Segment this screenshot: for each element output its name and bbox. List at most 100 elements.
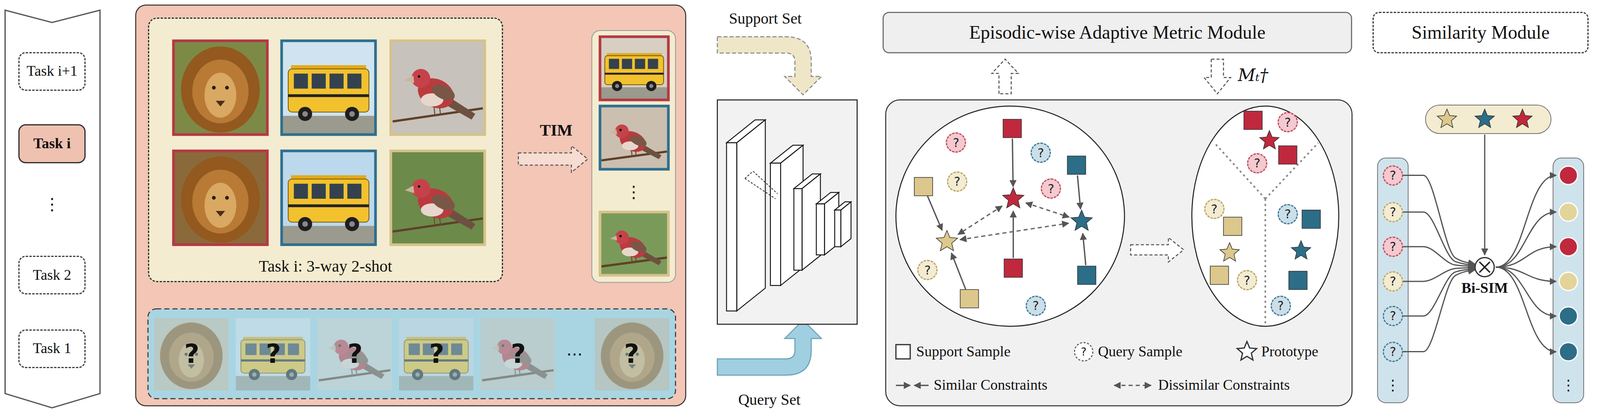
otimes-symbol <box>1475 258 1494 277</box>
dissimilar-constraint <box>957 206 1002 235</box>
unknown-mark: ? <box>184 341 200 368</box>
bird-legs <box>631 150 637 157</box>
query-sample: ? <box>946 171 968 192</box>
bird-eye <box>417 75 421 78</box>
query-feature: ? <box>1382 342 1404 363</box>
bird-legs <box>631 256 637 263</box>
support-sample <box>1223 217 1242 236</box>
legend-similar <box>914 385 929 387</box>
dissimilar-constraint <box>1026 203 1070 218</box>
bus-window <box>622 58 633 69</box>
connector <box>1403 175 1475 265</box>
bus-window <box>293 73 309 89</box>
bus-body <box>288 179 369 223</box>
node-text: ? <box>1389 240 1397 254</box>
photo-ground <box>281 40 376 135</box>
photo-frame <box>600 105 669 170</box>
legend-text: Dissimilar Constraints <box>1158 377 1290 394</box>
ellipsis: ⋯ <box>566 346 583 363</box>
lion-mane <box>180 156 260 243</box>
set-label: Support Set <box>728 10 802 27</box>
photo-ground <box>235 318 311 391</box>
bird-wing <box>429 81 458 104</box>
score-dot <box>1559 272 1578 291</box>
bus-window <box>293 183 309 199</box>
photo-ground <box>173 151 268 245</box>
node-text: ? <box>1277 299 1285 313</box>
transform-arrow <box>1130 237 1184 263</box>
bird-legs <box>434 106 441 116</box>
bus-window <box>634 58 645 69</box>
bus-stripe <box>288 204 369 208</box>
bus-photo <box>600 36 669 100</box>
bus-photo <box>281 151 376 245</box>
task-box: Task i+1 <box>18 52 86 91</box>
similar-constraint <box>1082 233 1086 266</box>
legend-square <box>896 344 911 360</box>
bird-eye <box>338 344 341 348</box>
bus-wheel <box>248 369 260 381</box>
node-text: Task i+1 <box>26 63 78 80</box>
lion-face <box>204 72 237 118</box>
node-text: ? <box>1389 345 1397 359</box>
node-text: Task 1 <box>32 340 71 358</box>
node-text: Similarity Module <box>1411 22 1550 44</box>
legend-dissimilar <box>1114 385 1151 387</box>
legend-sample <box>1074 342 1093 362</box>
legend-sample <box>1114 385 1151 387</box>
lion-mane <box>160 322 223 390</box>
lion-nose <box>215 101 226 107</box>
photo-ground <box>594 318 670 391</box>
node-text: ? <box>1047 182 1055 196</box>
score-column <box>1553 158 1584 404</box>
query-strip <box>147 309 676 400</box>
query-sample: ? <box>1270 295 1292 317</box>
similar-constraint <box>1012 138 1014 187</box>
dissimilar-constraint <box>960 223 1069 240</box>
original-space <box>896 105 1125 327</box>
backbone-frame <box>717 99 858 325</box>
support-sample <box>1288 271 1308 290</box>
lion-eye <box>211 86 216 90</box>
lion-photo <box>594 318 670 391</box>
bus-wheel <box>449 369 461 381</box>
bus-window <box>311 183 327 199</box>
bus-wheel <box>344 217 360 232</box>
ellipsis: ⋮ <box>44 196 61 213</box>
score-line <box>1496 212 1557 268</box>
feature-map-front <box>726 143 737 312</box>
bus-hub <box>415 372 420 378</box>
prototype-feed <box>1484 134 1486 255</box>
score-line <box>1496 175 1557 268</box>
node-text: Episodic-wise Adaptive Metric Module <box>969 22 1266 44</box>
legend-text: Similar Constraints <box>933 377 1048 394</box>
photo-frame <box>600 36 669 100</box>
operation-label: TIM <box>539 122 573 139</box>
node-text: ? <box>924 263 931 278</box>
lion-mane <box>609 333 655 383</box>
bus-ground <box>399 376 474 391</box>
photo-ground <box>399 318 474 391</box>
similar-constraint <box>951 253 966 290</box>
score-dot <box>1559 237 1578 256</box>
lion-photo <box>154 318 229 391</box>
photo-ground <box>154 318 229 391</box>
support-sample <box>914 177 933 197</box>
bus-window <box>329 73 344 89</box>
adapted-space <box>1191 105 1339 327</box>
ellipsis: ⋮ <box>1560 378 1576 393</box>
legend-text: Query Sample <box>1097 344 1183 361</box>
task-panel <box>135 5 686 407</box>
bus-window <box>245 343 257 356</box>
node-text: ? <box>1037 146 1044 160</box>
prototype-star <box>1291 240 1311 260</box>
node-text: ? <box>1389 205 1397 219</box>
unknown-mark: ? <box>265 341 281 368</box>
lion-photo <box>173 40 268 135</box>
bird-head <box>615 124 629 139</box>
unknown-mark: ? <box>429 341 445 368</box>
bird-head <box>411 179 431 199</box>
bird-beak <box>328 345 336 351</box>
task-box: Task 2 <box>18 256 86 295</box>
